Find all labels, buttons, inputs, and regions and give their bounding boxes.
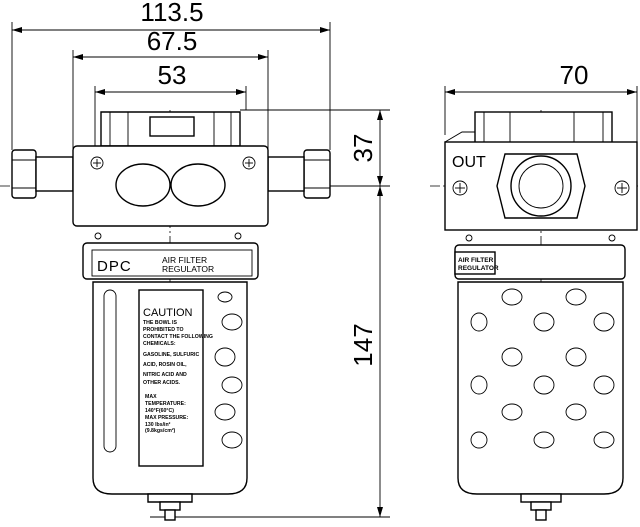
max-temp-label: MAX — [145, 394, 157, 400]
side-label-line1: AIR FILTER — [458, 257, 494, 264]
max-pressure-label: MAX PRESSURE: — [145, 415, 189, 421]
dim-head-width: 53 — [158, 60, 187, 90]
caution-line: NITRIC ACID AND — [143, 372, 187, 378]
caution-line: OTHER ACIDS. — [143, 380, 181, 386]
max-temp-label: TEMPERATURE: — [145, 401, 186, 407]
side-label-line2: REGULATOR — [458, 265, 499, 272]
out-port-label: OUT — [452, 154, 486, 171]
max-pressure-value: 130 lbs/in² — [145, 422, 171, 428]
max-pressure-value: (9.8kgs/cm²) — [145, 428, 176, 434]
caution-line: THE BOWL IS — [143, 320, 177, 326]
caution-line: ACID, ROSIN OIL, — [143, 362, 187, 368]
product-label-line2: REGULATOR — [162, 264, 214, 274]
dim-head-height: 37 — [348, 134, 378, 163]
caution-line: CONTACT THE FOLLOWING — [143, 334, 213, 340]
product-label-line1: AIR FILTER — [162, 255, 207, 265]
front-view — [0, 110, 360, 521]
caution-line: GASOLINE, SULFURIC — [143, 352, 199, 358]
dimension-lines — [11, 22, 638, 518]
dim-bowl-height: 147 — [348, 323, 378, 366]
caution-line: PROHIBITED TO — [143, 327, 184, 333]
brand-label: DPC — [97, 258, 132, 275]
caution-line: CHEMICALS: — [143, 341, 176, 347]
max-temp-value: 140°F(60°C) — [145, 408, 174, 414]
dim-body-width: 67.5 — [147, 26, 198, 56]
dim-side-width: 70 — [560, 60, 589, 90]
dim-overall-width: 113.5 — [140, 0, 203, 27]
side-view — [430, 110, 640, 521]
caution-title: CAUTION — [143, 307, 193, 319]
